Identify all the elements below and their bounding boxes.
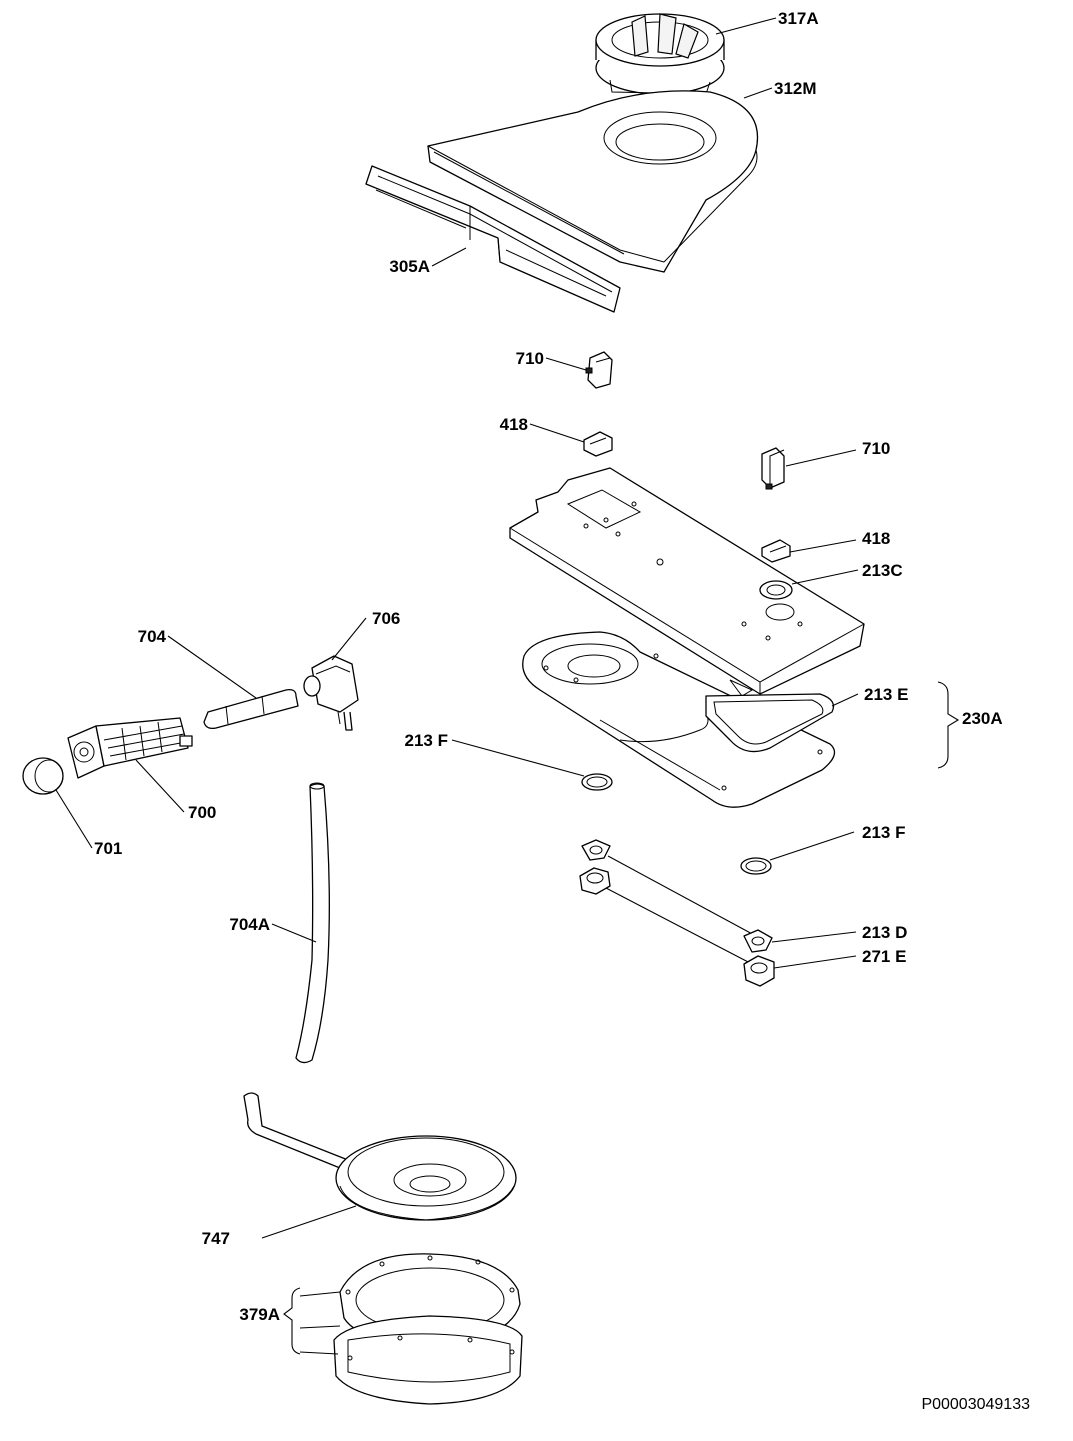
label-701: 701	[94, 839, 122, 858]
label-317A: 317A	[778, 9, 819, 28]
part-213F-gasket-right	[740, 857, 772, 875]
leader-317A	[715, 17, 777, 35]
label-213C: 213C	[862, 561, 903, 580]
label-706: 706	[372, 609, 400, 628]
bracket-230A	[937, 681, 960, 769]
leader-747	[261, 1205, 357, 1239]
part-418-connector-top	[583, 431, 613, 457]
part-213C-grommet	[759, 580, 793, 600]
part-control-panel	[509, 467, 865, 697]
part-312M-fan-housing	[427, 90, 759, 273]
reference-number: P00003049133	[921, 1396, 1030, 1413]
part-317A-fan-impeller	[595, 13, 725, 95]
leader-704A	[271, 923, 317, 943]
leader-213D	[771, 931, 857, 943]
label-418-right: 418	[862, 529, 890, 548]
leader-213E	[831, 693, 859, 707]
leader-379A-a	[299, 1291, 341, 1297]
leader-213C	[791, 569, 859, 585]
dash-link-271E	[605, 887, 753, 965]
leader-704	[167, 635, 257, 699]
part-271E-union-left	[579, 867, 611, 895]
leader-418-right	[789, 539, 857, 553]
part-213D-seal-left	[581, 839, 611, 861]
part-213D-seal-right	[743, 929, 773, 953]
leader-271E	[773, 955, 857, 969]
label-704A: 704A	[229, 915, 270, 934]
leader-312M	[743, 87, 773, 99]
leader-213F-left	[451, 739, 585, 777]
label-710-top: 710	[516, 349, 544, 368]
leader-418-top	[529, 423, 585, 443]
leader-710-top	[545, 357, 587, 371]
part-base-tray	[522, 631, 836, 808]
label-213E: 213 E	[864, 685, 908, 704]
part-747-sump	[243, 1092, 517, 1221]
label-704: 704	[138, 627, 167, 646]
leader-305A	[431, 247, 467, 267]
part-418-connector-right	[761, 539, 791, 563]
label-312M: 312M	[774, 79, 817, 98]
leader-213F-right	[769, 831, 855, 861]
label-305A: 305A	[389, 257, 430, 276]
bracket-379A	[283, 1287, 301, 1355]
leader-700	[135, 759, 185, 813]
label-271E: 271 E	[862, 947, 906, 966]
leader-710-right	[785, 449, 857, 467]
label-213D: 213 D	[862, 923, 907, 942]
part-379A-gasket-rings	[333, 1253, 523, 1405]
leader-706	[331, 617, 367, 661]
part-710-switch-right	[761, 447, 785, 490]
part-213F-gasket-left	[581, 773, 613, 791]
part-704A-hose	[295, 782, 330, 1064]
label-418-top: 418	[500, 415, 528, 434]
part-271E-union-right	[743, 955, 775, 987]
part-305A-outlet-grille	[365, 165, 621, 313]
part-700-pump	[67, 717, 193, 779]
part-704-hose	[203, 688, 299, 730]
part-213E-gasket	[705, 693, 835, 753]
part-710-switch-top	[585, 351, 613, 389]
label-213F-right: 213 F	[862, 823, 905, 842]
leader-701	[55, 789, 93, 849]
dash-link-213D	[607, 855, 757, 937]
label-379A: 379A	[239, 1305, 280, 1324]
label-747: 747	[202, 1229, 230, 1248]
label-230A: 230A	[962, 709, 1003, 728]
label-213F-left: 213 F	[405, 731, 448, 750]
label-700: 700	[188, 803, 216, 822]
label-710-right: 710	[862, 439, 890, 458]
part-706-pressure-switch	[303, 655, 359, 731]
leader-379A-b	[299, 1325, 341, 1329]
leader-379A-c	[299, 1351, 339, 1355]
part-701-filter-cap	[22, 757, 64, 795]
